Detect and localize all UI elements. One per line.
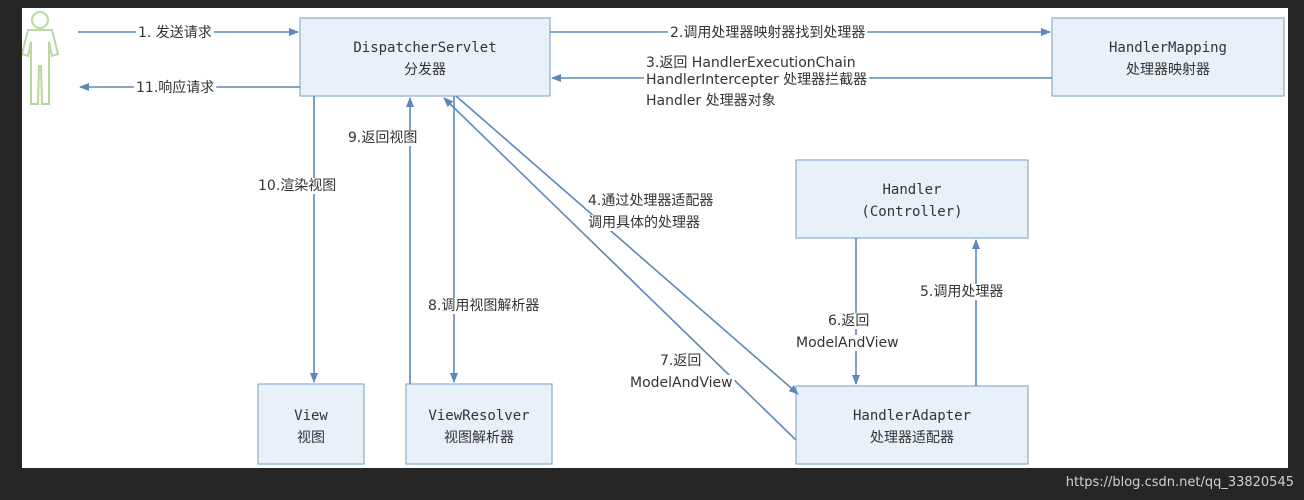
label-step7-line2: ModelAndView <box>630 375 733 391</box>
label-background <box>826 313 872 329</box>
view-box: View 视图 <box>257 383 365 465</box>
dispatcher-subtitle: 分发器 <box>404 62 446 78</box>
label-step3-line2: HandlerIntercepter 处理器拦截器 <box>646 72 867 88</box>
label-background <box>256 178 339 194</box>
label-step2: 2.调用处理器映射器找到处理器 <box>670 25 865 41</box>
label-background <box>644 72 870 88</box>
handler-adapter-box: HandlerAdapter 处理器适配器 <box>795 385 1029 465</box>
label-background <box>918 284 1006 300</box>
watermark-url: https://blog.csdn.net/qq_33820545 <box>1065 475 1294 490</box>
label-step3-line1: 3.返回 HandlerExecutionChain <box>646 55 856 71</box>
label-step6-line1: 6.返回 <box>828 313 869 329</box>
handler-adapter-subtitle: 处理器适配器 <box>870 430 954 446</box>
label-step5: 5.调用处理器 <box>920 284 1003 300</box>
label-background <box>644 93 778 109</box>
view-title: View <box>294 408 328 424</box>
user-actor-icon <box>22 11 60 105</box>
label-step6-line2: ModelAndView <box>796 335 899 351</box>
label-background <box>426 298 542 314</box>
flow-diagram: DispatcherServlet 分发器 HandlerMapping 处理器… <box>22 11 1285 465</box>
label-step3-line3: Handler 处理器对象 <box>646 93 776 109</box>
handler-adapter-title: HandlerAdapter <box>853 408 971 424</box>
diagram-canvas: DispatcherServlet 分发器 HandlerMapping 处理器… <box>22 8 1288 468</box>
handler-mapping-title: HandlerMapping <box>1109 40 1227 56</box>
dispatcher-title: DispatcherServlet <box>353 40 496 56</box>
view-resolver-box: ViewResolver 视图解析器 <box>405 383 553 465</box>
label-background <box>658 353 704 369</box>
arrow-step7 <box>443 97 797 441</box>
label-background <box>136 25 214 41</box>
view-resolver-title: ViewResolver <box>428 408 529 424</box>
arrow-step4 <box>455 95 799 395</box>
label-background <box>794 335 901 351</box>
label-step7-line1: 7.返回 <box>660 353 701 369</box>
label-step4-line2: 调用具体的处理器 <box>588 215 700 231</box>
label-step8: 8.调用视图解析器 <box>428 298 539 314</box>
label-background <box>586 193 716 209</box>
label-step4-line1: 4.通过处理器适配器 <box>588 193 713 209</box>
handler-title: Handler <box>882 182 941 198</box>
view-resolver-subtitle: 视图解析器 <box>444 430 514 446</box>
handler-mapping-box: HandlerMapping 处理器映射器 <box>1051 17 1285 97</box>
label-background <box>668 25 868 41</box>
handler-subtitle: (Controller) <box>861 204 962 220</box>
label-step9: 9.返回视图 <box>348 130 417 146</box>
label-background <box>628 375 735 391</box>
handler-box: Handler (Controller) <box>795 159 1029 239</box>
label-background <box>586 215 702 231</box>
label-background <box>134 79 217 96</box>
label-background <box>644 55 858 71</box>
label-step1: 1. 发送请求 <box>138 25 212 41</box>
dispatcher-servlet-box: DispatcherServlet 分发器 <box>299 17 551 97</box>
view-subtitle: 视图 <box>297 430 325 446</box>
label-step11: 11.响应请求 <box>136 79 214 96</box>
label-step10: 10.渲染视图 <box>258 178 336 194</box>
label-background <box>346 130 420 146</box>
handler-mapping-subtitle: 处理器映射器 <box>1126 62 1210 78</box>
